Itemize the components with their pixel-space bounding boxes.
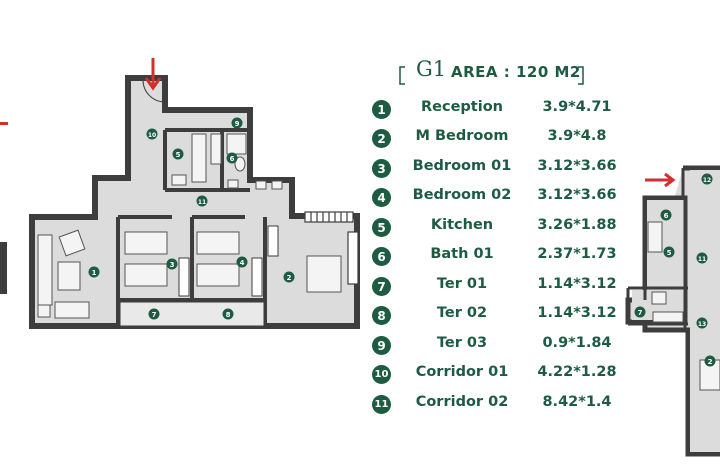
room-row: 4 Bedroom 02 3.12*3.66 [372, 186, 632, 210]
room-row: 8 Ter 02 1.14*3.12 [372, 304, 632, 328]
secondary-marker-13: 13 [698, 321, 706, 328]
room-name: Reception [421, 99, 503, 115]
secondary-marker-7: 7 [638, 309, 643, 317]
plan-marker-10: 10 [148, 132, 156, 139]
interior-walls [116, 78, 267, 326]
room-name: M Bedroom [415, 128, 509, 144]
plan-marker-4: 4 [240, 259, 245, 267]
room-number: 8 [372, 306, 391, 325]
plan-marker-1: 1 [92, 269, 97, 277]
secondary-marker-2: 2 [708, 358, 713, 366]
plan-marker-11: 11 [198, 199, 206, 206]
secondary-marker-5: 5 [667, 249, 672, 257]
room-dims: 3.12*3.66 [537, 187, 617, 203]
room-dims: 1.14*3.12 [537, 276, 617, 292]
room-dims: 3.9*4.71 [542, 99, 612, 115]
room-number: 4 [372, 188, 391, 207]
room-number: 1 [372, 100, 391, 119]
unit-header: G1 AREA : 120 M2 [396, 57, 586, 88]
room-name: Ter 02 [436, 305, 488, 321]
unit-area: AREA : 120 M2 [451, 63, 581, 81]
secondary-plan: 12 6 5 11 7 13 2 [625, 165, 720, 457]
room-number: 5 [372, 218, 391, 237]
room-dims: 3.9*4.8 [547, 128, 607, 144]
room-number: 2 [372, 129, 391, 148]
room-row: 7 Ter 01 1.14*3.12 [372, 275, 632, 299]
plan-markers: 1 2 3 4 5 6 7 8 9 10 11 [88, 117, 295, 320]
balcony-rail [304, 211, 359, 285]
room-number: 6 [372, 247, 391, 266]
plan-marker-3: 3 [170, 261, 175, 269]
room-name: Ter 01 [436, 276, 488, 292]
room-dims: 0.9*1.84 [542, 335, 612, 351]
room-row: 9 Ter 03 0.9*1.84 [372, 334, 632, 358]
room-name: Bedroom 01 [412, 158, 512, 174]
plan-outline [29, 75, 360, 329]
room-row: 11 Corridor 02 8.42*1.4 [372, 393, 632, 417]
room-name: Bedroom 02 [412, 187, 512, 203]
plan-marker-7: 7 [152, 311, 157, 319]
room-number: 9 [372, 336, 391, 355]
room-name: Corridor 02 [415, 394, 509, 410]
room-dims: 1.14*3.12 [537, 305, 617, 321]
room-name: Kitchen [430, 217, 494, 233]
room-dims: 3.26*1.88 [537, 217, 617, 233]
room-dims: 8.42*1.4 [542, 394, 612, 410]
room-row: 2 M Bedroom 3.9*4.8 [372, 127, 632, 151]
room-name: Ter 03 [436, 335, 488, 351]
room-dims: 2.37*1.73 [537, 246, 617, 262]
room-row: 1 Reception 3.9*4.71 [372, 98, 632, 122]
entrance-door [142, 79, 166, 103]
secondary-marker-6: 6 [664, 212, 669, 220]
plan-marker-2: 2 [287, 274, 292, 282]
plan-marker-5: 5 [176, 151, 181, 159]
room-number: 11 [372, 395, 391, 414]
header-bracket [399, 66, 584, 85]
room-name: Corridor 01 [415, 364, 509, 380]
room-row: 3 Bedroom 01 3.12*3.66 [372, 157, 632, 181]
room-dims: 3.12*3.66 [537, 158, 617, 174]
room-row: 6 Bath 01 2.37*1.73 [372, 245, 632, 269]
entrance-arrow [144, 58, 162, 91]
reception-furniture [37, 229, 90, 319]
kitchen-bath-fixtures [171, 133, 283, 190]
terrace-strip [119, 301, 265, 327]
wardrobes [178, 225, 279, 297]
plan-marker-8: 8 [226, 311, 231, 319]
room-number: 7 [372, 277, 391, 296]
secondary-marker-11: 11 [698, 256, 706, 263]
room-name: Bath 01 [430, 246, 494, 262]
room-number: 3 [372, 159, 391, 178]
room-dims: 4.22*1.28 [537, 364, 617, 380]
left-edge-wall [0, 242, 7, 294]
plan-marker-9: 9 [235, 120, 240, 128]
plan-marker-6: 6 [230, 155, 235, 163]
room-number: 10 [372, 365, 391, 384]
room-row: 5 Kitchen 3.26*1.88 [372, 216, 632, 240]
left-edge-marker [0, 122, 8, 125]
bedroom-furniture [124, 231, 342, 293]
unit-code: G1 [416, 57, 447, 81]
room-row: 10 Corridor 01 4.22*1.28 [372, 363, 632, 387]
secondary-marker-12: 12 [703, 177, 711, 184]
